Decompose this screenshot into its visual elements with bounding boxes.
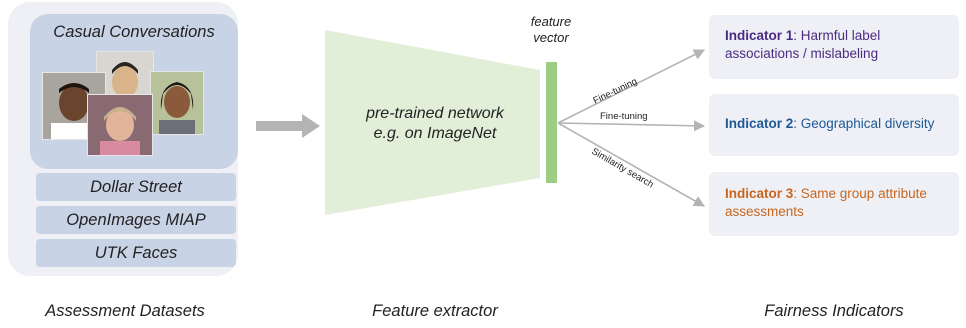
- face-photo: [87, 94, 153, 156]
- dataset-utk-faces: UTK Faces: [36, 239, 236, 267]
- feature-vector-label: feature vector: [520, 14, 582, 46]
- indicator-1-card: Indicator 1: Harmful label associations …: [709, 15, 959, 79]
- face-photo: [150, 71, 204, 135]
- dataset-openimages-miap: OpenImages MIAP: [36, 206, 236, 234]
- connector-line-3: [557, 122, 705, 207]
- indicator-2-name: Indicator 2: [725, 116, 794, 131]
- connector-line-2: [557, 120, 706, 132]
- flow-arrow-icon: [256, 114, 320, 138]
- indicator-2-card: Indicator 2: Geographical diversity: [709, 94, 959, 156]
- indicator-1-name: Indicator 1: [725, 28, 794, 43]
- section-label-fairness-indicators: Fairness Indicators: [764, 302, 904, 320]
- indicator-3-card: Indicator 3: Same group attribute assess…: [709, 172, 959, 236]
- network-label-line2: e.g. on ImageNet: [373, 125, 497, 142]
- indicator-3-text: : Same group attribute assessments: [725, 186, 927, 219]
- pre-trained-network-shape: [325, 30, 540, 215]
- indicator-2-text: : Geographical diversity: [793, 116, 935, 131]
- connector-label-3: Similarity search: [590, 146, 656, 190]
- feature-vector-label-line2: vector: [533, 30, 569, 45]
- feature-vector-label-line1: feature: [530, 14, 572, 29]
- section-label-assessment-datasets: Assessment Datasets: [45, 302, 205, 320]
- connector-label-2: Fine-tuning: [600, 111, 648, 122]
- indicator-3-name: Indicator 3: [725, 186, 794, 201]
- network-label: pre-trained network e.g. on ImageNet: [345, 104, 525, 144]
- casual-conversations-card: Casual Conversations: [30, 14, 238, 169]
- dataset-dollar-street: Dollar Street: [36, 173, 236, 201]
- casual-conversations-title: Casual Conversations: [53, 23, 215, 41]
- connector-label-1: Fine-tuning: [591, 76, 639, 107]
- connector-line-1: [557, 49, 706, 124]
- assessment-datasets-panel: Casual Conversations: [8, 2, 238, 276]
- network-label-line1: pre-trained network: [366, 105, 504, 122]
- section-label-feature-extractor: Feature extractor: [372, 302, 498, 320]
- feature-vector-bar: [546, 62, 557, 183]
- indicator-1-text: : Harmful label associations / mislabeli…: [725, 28, 881, 61]
